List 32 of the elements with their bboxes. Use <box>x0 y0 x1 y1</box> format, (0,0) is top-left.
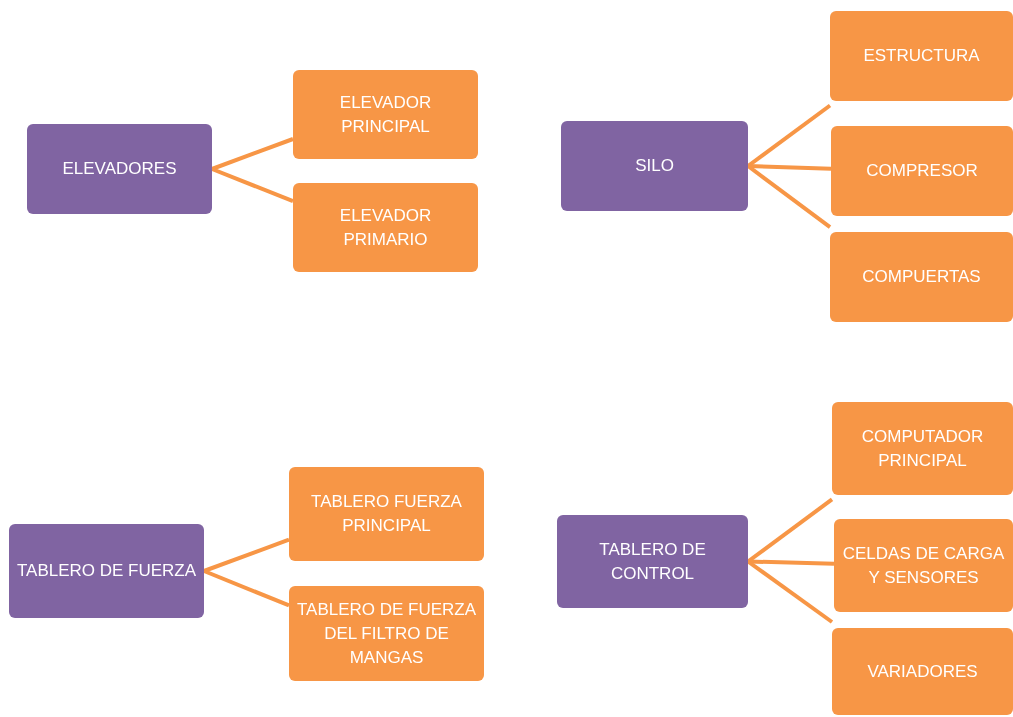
connector-line <box>211 137 294 171</box>
box-label: TABLERO DE FUERZA DEL FILTRO DE MANGAS <box>295 598 478 669</box>
box-label: CELDAS DE CARGA Y SENSORES <box>841 542 1006 589</box>
box-label: ELEVADOR PRIMARIO <box>338 204 433 251</box>
box-label: SILO <box>635 155 674 177</box>
box-label: ELEVADOR PRINCIPAL <box>338 91 433 138</box>
box-label: VARIADORES <box>867 660 978 683</box>
box-label: TABLERO FUERZA PRINCIPAL <box>310 491 463 537</box>
box-label: COMPUTADOR PRINCIPAL <box>860 425 985 472</box>
category-box <box>27 124 212 214</box>
box-label: COMPUERTAS <box>862 266 981 288</box>
component-box <box>834 519 1013 612</box>
component-box <box>832 628 1013 715</box>
component-box <box>293 183 478 272</box>
component-box <box>289 467 484 561</box>
category-box <box>557 515 748 608</box>
component-box <box>830 232 1013 322</box>
box-label: TABLERO DE FUERZA <box>16 560 197 582</box>
connector-line <box>203 537 290 573</box>
component-box <box>832 402 1013 495</box>
box-label: COMPRESOR <box>866 160 978 182</box>
box-label: ESTRUCTURA <box>863 45 980 67</box>
connector-line <box>211 167 294 204</box>
component-box <box>289 586 484 681</box>
component-box <box>831 126 1013 216</box>
box-label: TABLERO DE CONTROL <box>598 538 707 585</box>
category-box <box>9 524 204 618</box>
box-label: ELEVADORES <box>62 158 177 180</box>
component-box <box>293 70 478 159</box>
category-box <box>561 121 748 211</box>
connector-line <box>203 569 290 608</box>
component-box <box>830 11 1013 101</box>
